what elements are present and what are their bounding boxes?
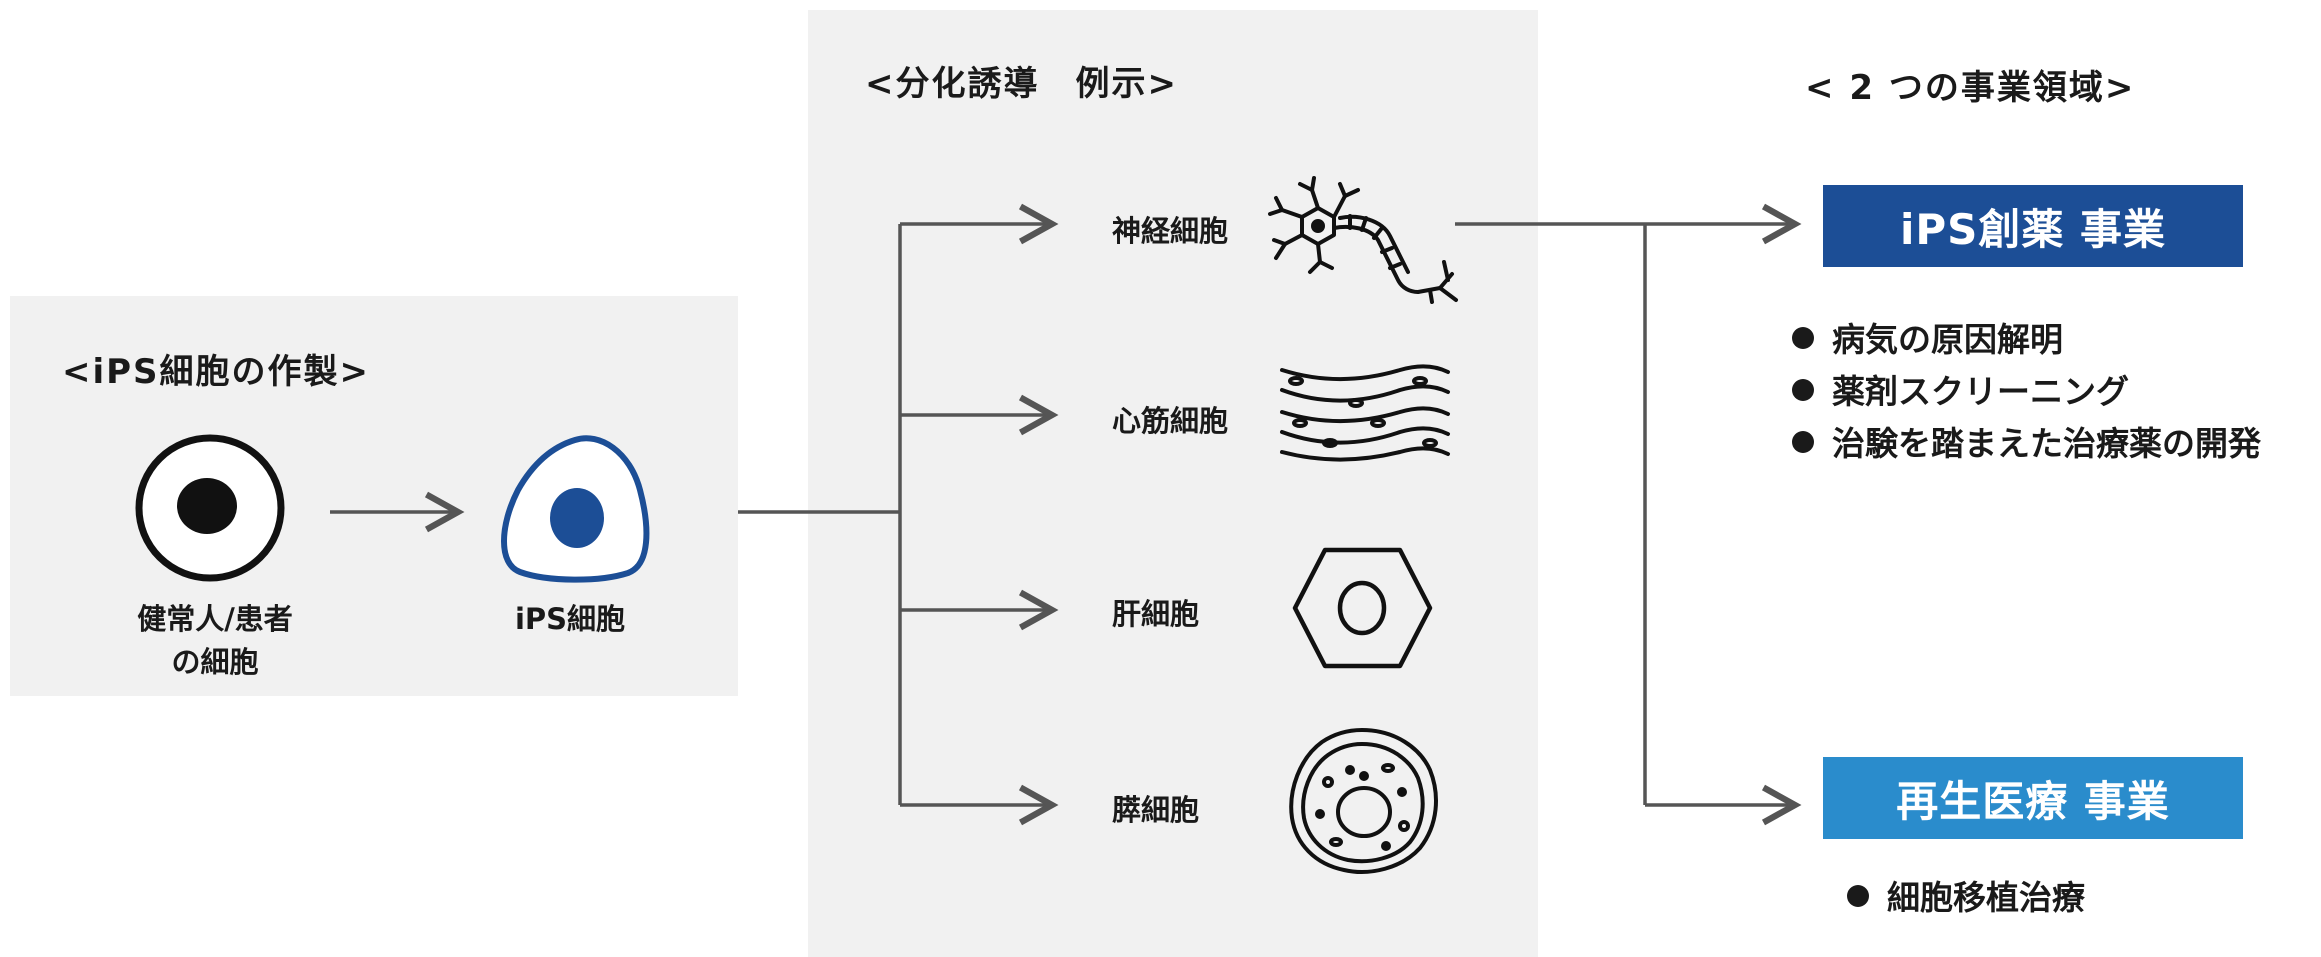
differentiation-heading: <分化誘導 例示> xyxy=(865,64,1178,104)
bullet-dot-icon xyxy=(1847,885,1869,907)
list-item: 病気の原因解明 xyxy=(1792,314,2261,366)
list-item: 細胞移植治療 xyxy=(1847,872,2085,924)
business-heading: < 2 つの事業領域> xyxy=(1805,68,2136,108)
cell-label-cardiac: 心筋細胞 xyxy=(1112,404,1229,438)
pancreatic-cell-icon xyxy=(1289,728,1438,874)
healthy-cell-caption-line1: 健常人/患者 xyxy=(137,602,293,636)
hepatocyte-icon xyxy=(1292,547,1433,669)
list-item: 薬剤スクリーニング xyxy=(1792,366,2261,418)
bullet-dot-icon xyxy=(1792,379,1814,401)
list-item: 治験を踏まえた治療薬の開発 xyxy=(1792,418,2261,470)
cell-label-hepatocyte: 肝細胞 xyxy=(1112,597,1200,631)
bullet-dot-icon xyxy=(1792,327,1814,349)
cardiac-muscle-icon xyxy=(1280,364,1450,462)
healthy-cell-caption: 健常人/患者 の細胞 xyxy=(100,598,330,684)
regenerative-bullets: 細胞移植治療 xyxy=(1847,872,2085,924)
ips-cell-icon xyxy=(501,435,650,583)
healthy-cell-icon xyxy=(135,434,285,582)
drug-discovery-bullets: 病気の原因解明 薬剤スクリーニング 治験を踏まえた治療薬の開発 xyxy=(1792,314,2261,470)
regenerative-medicine-box: 再生医療 事業 xyxy=(1823,757,2243,839)
neuron-icon xyxy=(1268,176,1458,304)
healthy-cell-caption-line2: の細胞 xyxy=(171,645,259,679)
ips-creation-heading: <iPS細胞の作製> xyxy=(62,352,371,392)
ips-drug-discovery-box: iPS創薬 事業 xyxy=(1823,185,2243,267)
ips-cell-caption: iPS細胞 xyxy=(514,602,626,636)
cell-label-neuron: 神経細胞 xyxy=(1112,214,1229,248)
ips-drug-discovery-title: iPS創薬 事業 xyxy=(1899,204,2167,254)
cell-label-pancreatic: 膵細胞 xyxy=(1112,793,1200,827)
bullet-dot-icon xyxy=(1792,431,1814,453)
differentiation-panel xyxy=(808,10,1538,957)
regenerative-medicine-title: 再生医療 事業 xyxy=(1896,776,2170,826)
